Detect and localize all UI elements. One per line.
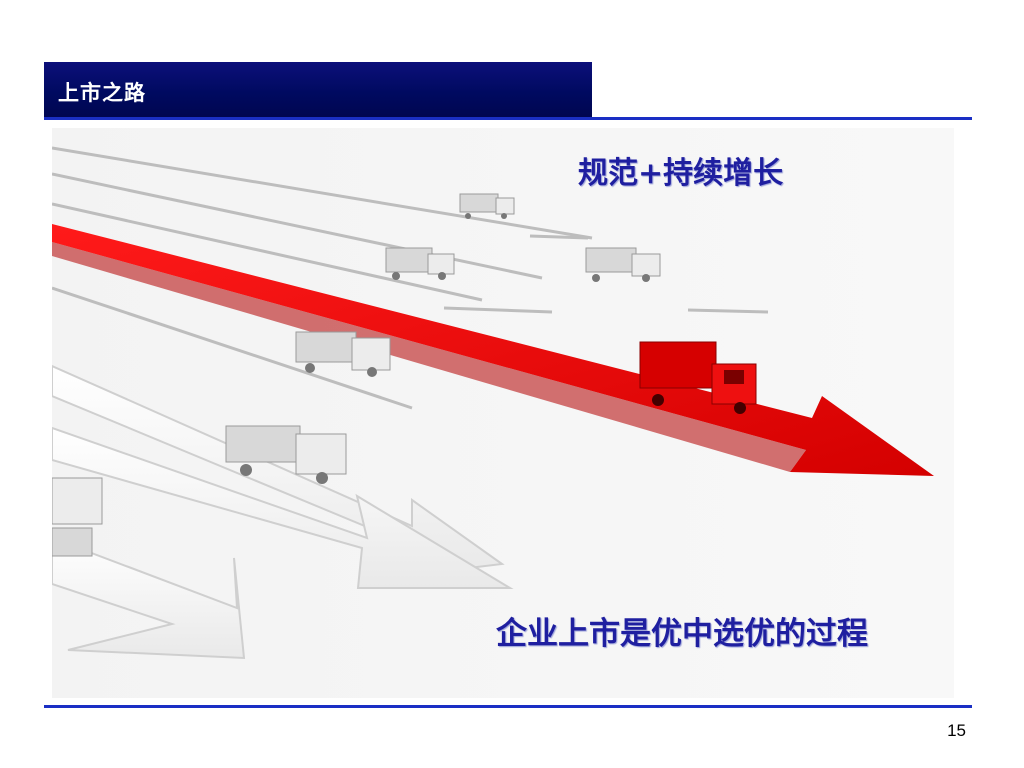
slide-title-bar: 上市之路 — [44, 62, 592, 118]
ipo-caption: 企业上市是优中选优的过程 — [496, 616, 868, 652]
truck-2-icon — [385, 247, 455, 280]
truck-4-icon — [295, 331, 391, 377]
red-truck-icon — [639, 341, 757, 414]
truck-1-icon — [459, 193, 515, 219]
red-arrow — [52, 224, 934, 476]
white-arrows — [52, 364, 514, 660]
growth-caption: 规范+持续增长 — [578, 156, 784, 191]
top-divider — [44, 117, 972, 120]
trucks-on-arrows-illustration — [52, 128, 954, 698]
bottom-divider — [44, 705, 972, 708]
slide-title: 上市之路 — [58, 80, 146, 105]
truck-6-icon — [52, 477, 103, 557]
truck-3-icon — [585, 247, 661, 282]
page-number: 15 — [947, 721, 966, 740]
truck-5-icon — [225, 425, 347, 484]
lane-lines — [52, 146, 769, 410]
